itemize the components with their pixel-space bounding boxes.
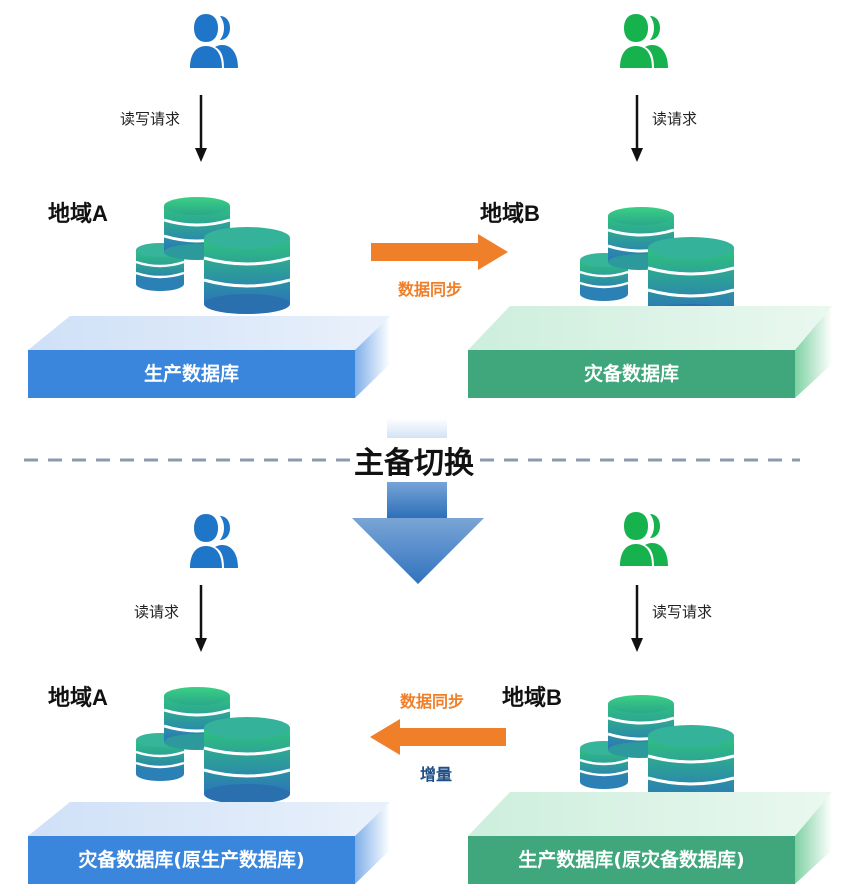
sync-arrow — [371, 234, 508, 270]
sync-sublabel: 增量 — [420, 765, 453, 784]
users-icon — [176, 514, 238, 568]
users-icon — [606, 512, 668, 566]
database-stack-icon — [134, 195, 292, 316]
users-icon — [606, 14, 668, 68]
request-arrow — [195, 95, 207, 162]
request-arrow — [631, 95, 643, 162]
sync-label: 数据同步 — [398, 280, 463, 299]
platform-label: 生产数据库 — [143, 363, 239, 385]
switch-label: 主备切换 — [352, 438, 476, 482]
platform-production-former-standby — [468, 792, 832, 884]
platform-standby-former-production — [28, 802, 390, 884]
region-title: 地域B — [502, 685, 562, 710]
platform-label: 灾备数据库 — [583, 363, 679, 385]
request-arrow — [195, 585, 207, 652]
sync-arrow — [370, 719, 506, 755]
sync-label: 数据同步 — [400, 692, 465, 711]
database-stack-icon — [134, 685, 292, 806]
region-title: 地域B — [480, 201, 540, 226]
platform-label: 生产数据库(原灾备数据库) — [518, 849, 745, 871]
platform-production — [28, 316, 390, 398]
request-label: 读写请求 — [120, 110, 181, 128]
region-title: 地域A — [48, 201, 108, 226]
request-label: 读请求 — [652, 110, 698, 128]
request-arrow — [631, 585, 643, 652]
region-title: 地域A — [48, 685, 108, 710]
platform-standby — [468, 306, 832, 398]
request-label: 读请求 — [134, 603, 180, 621]
request-label: 读写请求 — [652, 603, 713, 621]
users-icon — [176, 14, 238, 68]
platform-label: 灾备数据库(原生产数据库) — [78, 849, 305, 871]
